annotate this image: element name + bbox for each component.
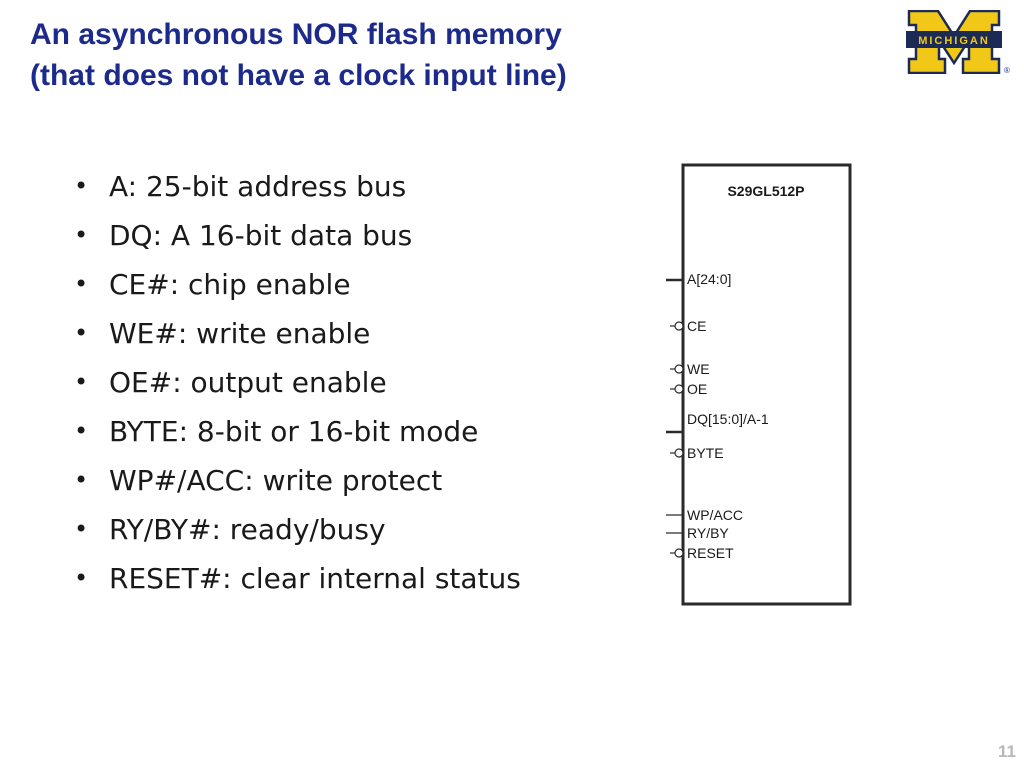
bullet-item: • RY/BY#: ready/busy xyxy=(74,505,521,554)
chip-part-number: S29GL512P xyxy=(727,183,804,199)
pin-label-oe: OE xyxy=(687,381,707,397)
pin-bubble-we xyxy=(674,364,684,374)
chip-diagram: S29GL512P A[24:0] CE WE OE DQ[15:0]/A-1 … xyxy=(660,160,860,614)
bullet-text: BYTE: 8-bit or 16-bit mode xyxy=(109,415,479,448)
bullet-list: • A: 25-bit address bus • DQ: A 16-bit dat… xyxy=(74,162,521,603)
bullet-text: WP#/ACC: write protect xyxy=(109,464,443,497)
bullet-dot: • xyxy=(74,221,89,249)
logo-banner xyxy=(906,31,1002,48)
pin-label-dq: DQ[15:0]/A-1 xyxy=(687,411,769,427)
bullet-text: RESET#: clear internal status xyxy=(109,562,521,595)
bullet-item: • WE#: write enable xyxy=(74,309,521,358)
block-m-logo-icon: MICHIGAN xyxy=(906,9,1002,75)
pin-label-ce: CE xyxy=(687,318,706,334)
chip-symbol: S29GL512P A[24:0] CE WE OE DQ[15:0]/A-1 … xyxy=(666,163,852,606)
slide-title: An asynchronous NOR flash memory (that d… xyxy=(30,14,567,96)
bullet-dot: • xyxy=(74,368,89,396)
pin-bubble-byte xyxy=(674,448,684,458)
bullet-item: • RESET#: clear internal status xyxy=(74,554,521,603)
michigan-logo: MICHIGAN xyxy=(906,9,1002,78)
pin-bubble-oe xyxy=(674,384,684,394)
bullet-dot: • xyxy=(74,515,89,543)
pin-bubble-ce xyxy=(674,321,684,331)
bullet-dot: • xyxy=(74,270,89,298)
pin-label-ry-by: RY/BY xyxy=(687,525,729,541)
bullet-text: OE#: output enable xyxy=(109,366,387,399)
bullet-text: RY/BY#: ready/busy xyxy=(109,513,386,546)
pin-bubble-reset xyxy=(674,548,684,558)
pin-label-we: WE xyxy=(687,361,710,377)
bullet-text: CE#: chip enable xyxy=(109,268,351,301)
registered-mark: ® xyxy=(1004,66,1010,75)
pin-label-reset: RESET xyxy=(687,545,734,561)
bullet-item: • BYTE: 8-bit or 16-bit mode xyxy=(74,407,521,456)
bullet-dot: • xyxy=(74,172,89,200)
slide-title-line-2: (that does not have a clock input line) xyxy=(30,59,567,92)
page-number: 11 xyxy=(998,742,1016,761)
pin-label-address: A[24:0] xyxy=(687,271,731,287)
pin-label-wp-acc: WP/ACC xyxy=(687,507,743,523)
logo-text: MICHIGAN xyxy=(918,35,990,47)
bullet-dot: • xyxy=(74,319,89,347)
bullet-item: • CE#: chip enable xyxy=(74,260,521,309)
bullet-text: A: 25-bit address bus xyxy=(109,170,407,203)
chip-body xyxy=(681,163,852,606)
bullet-item: • DQ: A 16-bit data bus xyxy=(74,211,521,260)
bullet-dot: • xyxy=(74,564,89,592)
bullet-dot: • xyxy=(74,417,89,445)
bullet-item: • A: 25-bit address bus xyxy=(74,162,521,211)
bullet-dot: • xyxy=(74,466,89,494)
pin-label-byte: BYTE xyxy=(687,445,724,461)
bullet-item: • OE#: output enable xyxy=(74,358,521,407)
bullet-item: • WP#/ACC: write protect xyxy=(74,456,521,505)
slide-title-line-1: An asynchronous NOR flash memory xyxy=(30,18,562,51)
bullet-text: WE#: write enable xyxy=(109,317,371,350)
bullet-text: DQ: A 16-bit data bus xyxy=(109,219,413,252)
